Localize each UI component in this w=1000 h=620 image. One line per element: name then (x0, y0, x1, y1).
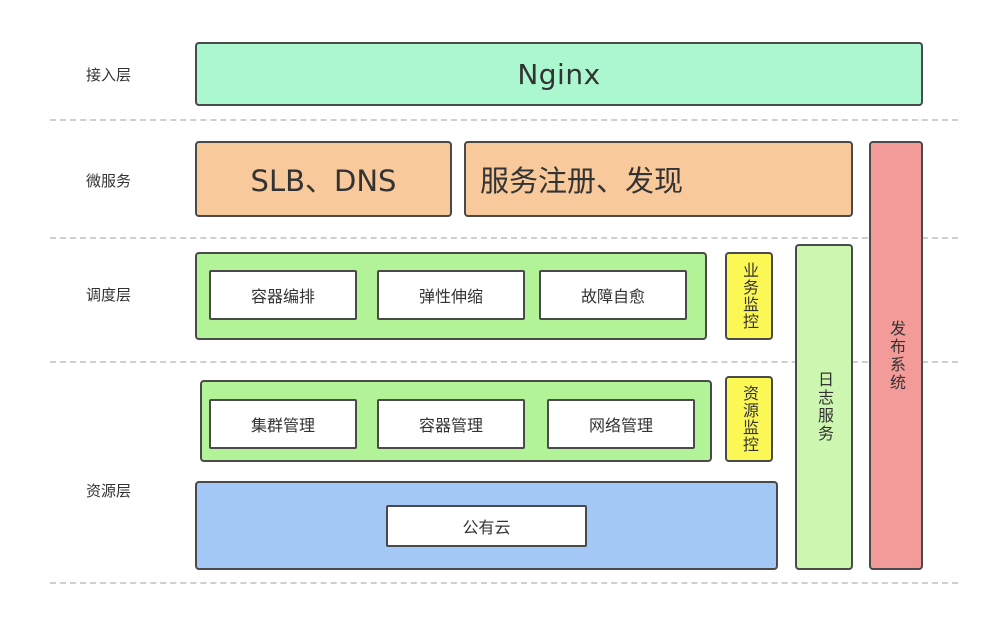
layer-label-access: 接入层 (86, 66, 132, 84)
layer-label-resource: 资源层 (86, 482, 132, 500)
container-orchestration-box: 容器编排 (209, 270, 357, 320)
layer-divider (50, 237, 958, 239)
layer-divider (50, 361, 958, 363)
resource-monitor-label: 资源监控 (740, 385, 759, 453)
release-system-label: 发布系统 (887, 319, 906, 392)
layer-label-microservice: 微服务 (86, 172, 132, 190)
cluster-management-box: 集群管理 (209, 399, 357, 449)
self-healing-box: 故障自愈 (539, 270, 687, 320)
network-management-box: 网络管理 (547, 399, 695, 449)
container-management-box: 容器管理 (377, 399, 525, 449)
layer-label-scheduling: 调度层 (86, 286, 132, 304)
public-cloud-panel (195, 481, 778, 570)
release-system-column: 发布系统 (869, 141, 923, 570)
slb-dns-label: SLB、DNS (250, 164, 397, 198)
business-monitor-block: 业务监控 (725, 252, 773, 340)
auto-scaling-box: 弹性伸缩 (377, 270, 525, 320)
layer-divider (50, 119, 958, 121)
slb-dns-block: SLB、DNS (195, 141, 452, 217)
business-monitor-label: 业务监控 (740, 262, 759, 330)
service-registry-block: 服务注册、发现 (464, 141, 853, 217)
service-registry-label: 服务注册、发现 (480, 164, 684, 198)
layer-divider (50, 582, 958, 584)
public-cloud-box: 公有云 (386, 505, 587, 547)
log-service-label: 日志服务 (815, 371, 834, 443)
nginx-label: Nginx (517, 57, 601, 91)
resource-monitor-block: 资源监控 (725, 376, 773, 462)
nginx-block: Nginx (195, 42, 923, 106)
log-service-column: 日志服务 (795, 244, 853, 570)
